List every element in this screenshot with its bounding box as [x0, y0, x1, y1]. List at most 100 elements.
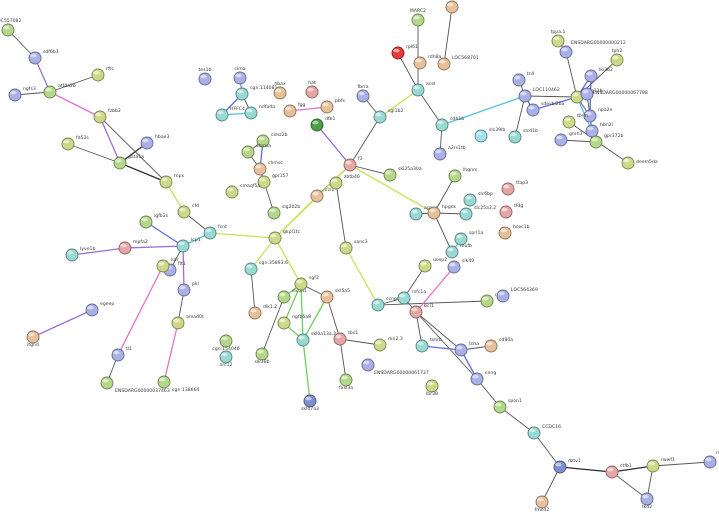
protein-node[interactable]: tnll: [512, 71, 534, 87]
protein-node[interactable]: tkd2: [640, 492, 654, 510]
protein-node[interactable]: cd80a: [484, 337, 513, 353]
protein-node[interactable]: lbr38: [425, 379, 439, 397]
protein-node[interactable]: tbrm: [562, 113, 589, 129]
protein-node[interactable]: hbn2l: [585, 122, 613, 138]
protein-node[interactable]: tbc1: [333, 330, 358, 346]
protein-node[interactable]: cgn:114081: [235, 85, 278, 101]
protein-node[interactable]: pkl: [177, 281, 199, 297]
protein-node[interactable]: cgn:138664: [157, 375, 200, 393]
protein-node[interactable]: cdh1b: [435, 116, 464, 132]
protein-node[interactable]: hoxc1b: [498, 224, 530, 240]
protein-node[interactable]: rkn2.3: [373, 336, 403, 352]
protein-node[interactable]: tshrb: [415, 337, 442, 353]
protein-node[interactable]: hbae3: [140, 134, 169, 150]
protein-node[interactable]: slk38b: [254, 347, 270, 365]
protein-node[interactable]: skl47a3: [301, 394, 319, 412]
protein-node[interactable]: CCDC16: [527, 424, 561, 440]
protein-node[interactable]: ngfb5a8: [277, 314, 311, 330]
protein-node[interactable]: ctfb1: [605, 463, 632, 479]
protein-node[interactable]: dztv1: [553, 458, 581, 474]
protein-node[interactable]: cnng: [470, 371, 496, 386]
protein-node[interactable]: hpgds: [427, 204, 457, 220]
protein-node[interactable]: egeep: [85, 302, 114, 317]
protein-node[interactable]: gng13b: [570, 88, 603, 104]
protein-node[interactable]: tsha: [454, 341, 479, 357]
protein-node[interactable]: ENSDARG00000000212: [559, 40, 626, 59]
protein-node[interactable]: zbtb46: [329, 174, 360, 190]
protein-node[interactable]: clmz2b: [256, 132, 288, 148]
protein-node[interactable]: chmsa: [241, 143, 271, 159]
protein-node[interactable]: ndfa4a: [244, 104, 275, 120]
protein-node[interactable]: clma: [233, 66, 247, 85]
protein-node[interactable]: rdh8a: [413, 54, 442, 70]
protein-node[interactable]: tl1: [111, 346, 132, 362]
protein-node[interactable]: LOC110462: [518, 87, 560, 103]
protein-node[interactable]: ngfs3: [8, 86, 36, 102]
protein-node[interactable]: nrc12: [219, 350, 233, 368]
protein-node[interactable]: a2rs1tb: [433, 145, 466, 161]
protein-node[interactable]: ENSDARG00000037463: [100, 376, 170, 394]
protein-node[interactable]: rwwf1: [646, 457, 675, 473]
protein-node[interactable]: ccl1: [310, 187, 334, 203]
protein-node[interactable]: slg202b: [267, 204, 300, 220]
protein-node[interactable]: slc39lb: [474, 127, 505, 143]
protein-node[interactable]: rpl61: [391, 44, 418, 60]
protein-node[interactable]: acel: [411, 81, 435, 97]
protein-node[interactable]: gata1a: [113, 154, 144, 170]
protein-node[interactable]: lhgnrs: [448, 167, 478, 183]
protein-node[interactable]: tppa.1: [551, 29, 566, 48]
protein-node[interactable]: fd52s: [61, 135, 89, 151]
protein-node[interactable]: sdesbl2ba: [526, 101, 565, 117]
protein-node[interactable]: sgl1b2: [373, 108, 403, 124]
protein-node[interactable]: tfdg: [499, 203, 523, 219]
protein-node[interactable]: rsfc1a: [397, 289, 426, 305]
protein-node[interactable]: sgf3: [294, 275, 319, 291]
protein-node[interactable]: gpr372b: [589, 133, 623, 149]
protein-node[interactable]: sanc3: [339, 239, 368, 255]
protein-node[interactable]: skl25a30a: [383, 166, 422, 182]
protein-node[interactable]: fcnt: [203, 224, 227, 240]
protein-node[interactable]: LOC568701: [437, 55, 479, 71]
protein-node[interactable]: fmcd2: [535, 495, 550, 513]
protein-node[interactable]: uoxp2: [418, 257, 447, 273]
protein-node[interactable]: cfd: [177, 203, 199, 219]
protein-node[interactable]: npa2e: [583, 107, 613, 123]
protein-node[interactable]: deem5da: [621, 156, 658, 170]
protein-node[interactable]: rdcb: [703, 450, 719, 469]
protein-node[interactable]: mpx: [159, 174, 184, 189]
protein-node[interactable]: spon1: [493, 398, 522, 414]
protein-node[interactable]: igfb2s: [139, 213, 169, 229]
protein-node[interactable]: chmsc: [253, 160, 283, 176]
protein-node[interactable]: fbrra: [356, 84, 370, 103]
protein-node[interactable]: slc25a3.2: [459, 205, 496, 221]
protein-node[interactable]: bcl1: [409, 303, 434, 319]
protein-node[interactable]: ENSDARG00000061737: [361, 358, 429, 376]
protein-node[interactable]: skl0a13a.2: [296, 331, 336, 347]
protein-node[interactable]: gpr157: [257, 173, 289, 189]
protein-node[interactable]: hat: [305, 80, 319, 99]
protein-node[interactable]: rfts: [91, 66, 114, 82]
protein-node[interactable]: slcd1b: [508, 128, 538, 144]
protein-node[interactable]: lkl3b2: [584, 67, 613, 83]
protein-node[interactable]: sprl1a: [454, 230, 483, 246]
protein-node[interactable]: cgn:35893.6: [244, 260, 288, 276]
protein-node[interactable]: lcp1: [176, 237, 201, 253]
protein-node[interactable]: amad0t: [171, 314, 204, 330]
protein-node[interactable]: tph2: [610, 48, 624, 67]
protein-node[interactable]: slk49: [447, 258, 474, 274]
protein-node[interactable]: ENSDARG00000067798: [580, 87, 648, 101]
protein-node[interactable]: atf4a2b: [43, 83, 76, 99]
protein-node[interactable]: f3: [343, 156, 363, 172]
protein-node[interactable]: gkpl1tc: [268, 229, 300, 245]
protein-node[interactable]: kdr: [156, 257, 179, 273]
protein-node[interactable]: tfap3: [501, 180, 528, 196]
protein-node[interactable]: mpfa2: [118, 239, 148, 255]
protein-node[interactable]: LOC564369: [496, 287, 538, 303]
protein-node[interactable]: faxl3a: [339, 373, 353, 391]
protein-node[interactable]: pbfs: [320, 98, 345, 114]
protein-node[interactable]: slc6bp: [463, 191, 493, 207]
protein-node[interactable]: MARC2: [410, 8, 426, 27]
protein-node[interactable]: skl5a5: [320, 288, 350, 304]
protein-node[interactable]: dfb1: [310, 116, 335, 132]
protein-node[interactable]: gnrh3: [554, 131, 583, 147]
